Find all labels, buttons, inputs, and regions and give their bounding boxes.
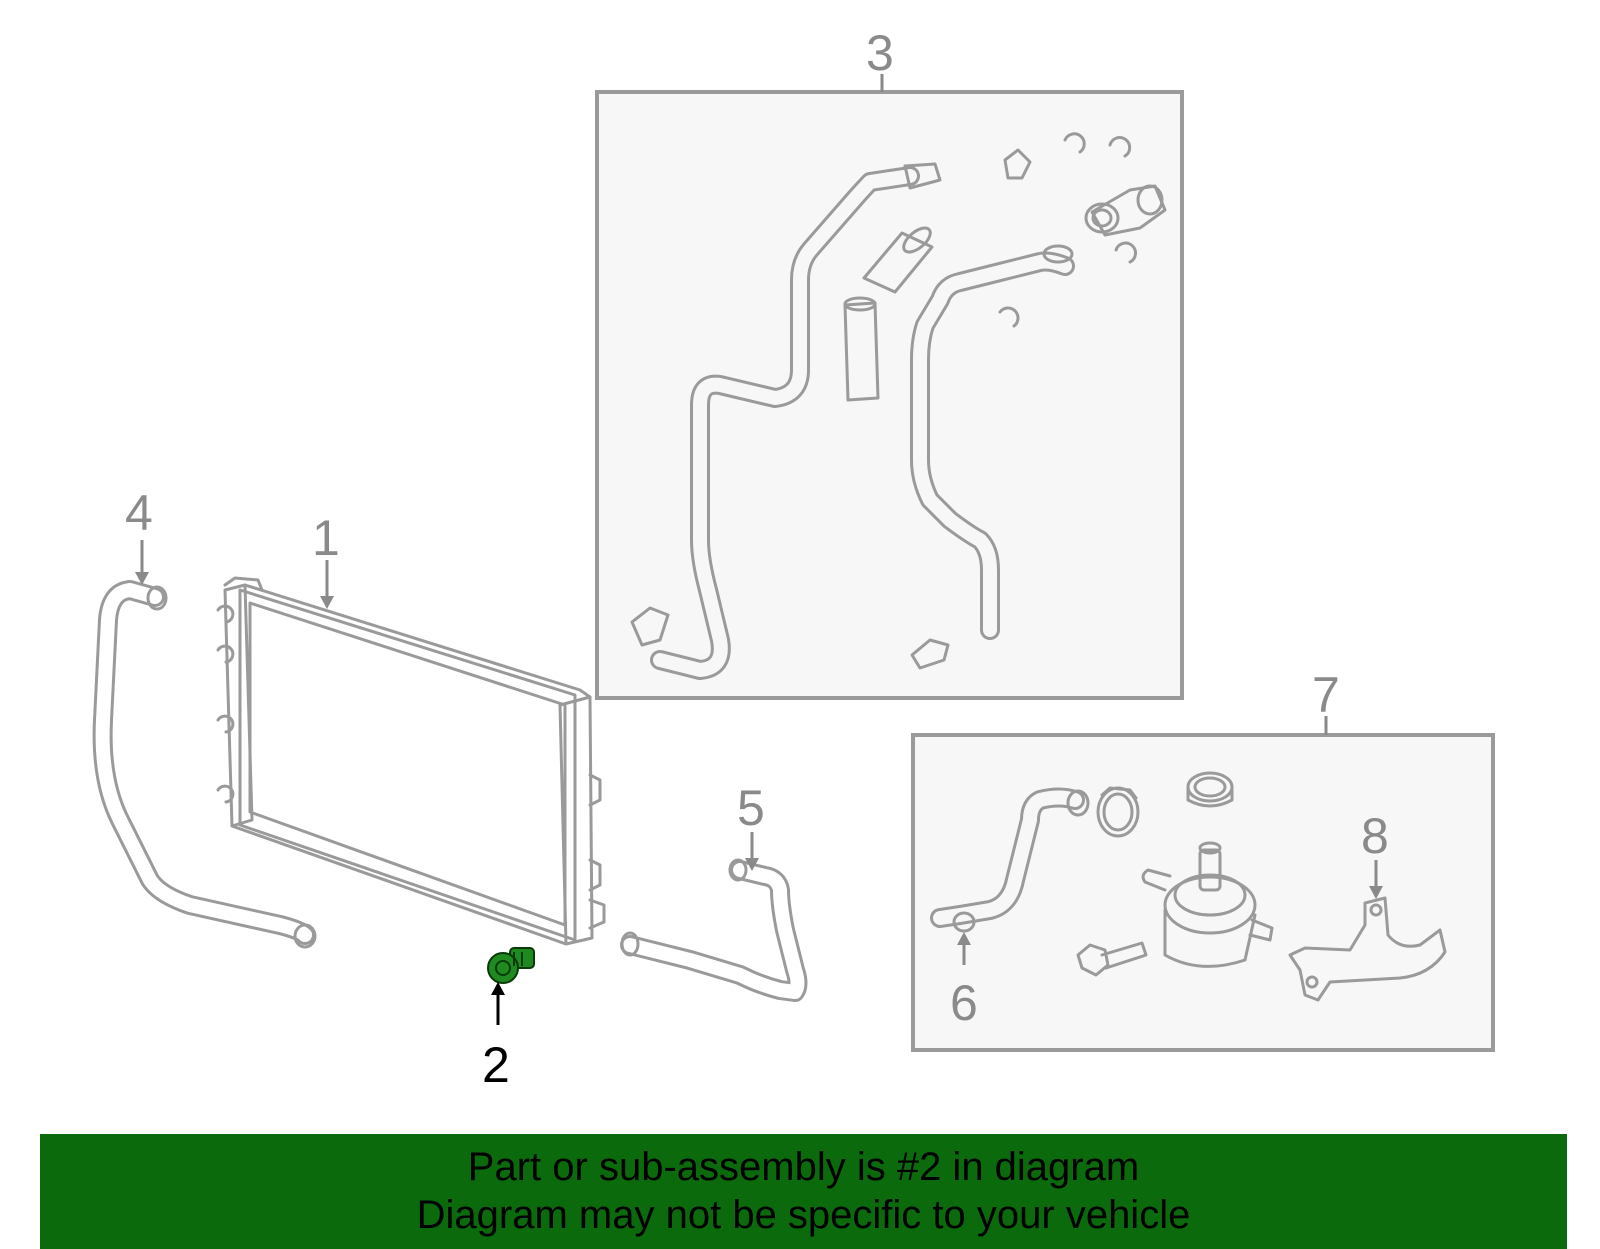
arrowhead-1	[320, 596, 334, 609]
part-1-radiator	[216, 576, 606, 946]
callout-7[interactable]: 7	[1312, 667, 1340, 723]
arrowhead-5	[745, 858, 759, 871]
sleeve-box3-upper	[862, 226, 934, 294]
callout-3[interactable]: 3	[866, 25, 894, 81]
part-2-drain-plug[interactable]	[487, 947, 535, 984]
part-5-hose	[620, 858, 808, 1002]
banner-line-part-number: Part or sub-assembly is #2 in diagram	[467, 1145, 1140, 1189]
arrowhead-8	[1369, 886, 1383, 899]
clips-box3	[630, 132, 1138, 670]
pump-box7	[1141, 841, 1274, 968]
callout-6[interactable]: 6	[950, 975, 978, 1031]
arrowhead-4	[135, 572, 149, 585]
hose-left-box3	[650, 162, 942, 680]
part-4-hose	[92, 580, 317, 949]
part-6-hose	[930, 787, 1090, 933]
callout-8[interactable]: 8	[1361, 808, 1389, 864]
callout-2[interactable]: 2	[482, 1037, 510, 1093]
info-banner: Part or sub-assembly is #2 in diagram Di…	[40, 1134, 1567, 1249]
part-8-bracket	[1288, 896, 1447, 1002]
banner-line-disclaimer: Diagram may not be specific to your vehi…	[416, 1193, 1191, 1237]
arrowhead-2	[491, 982, 505, 995]
hose-right-box3	[910, 244, 1075, 640]
clamps-box7	[1096, 771, 1234, 838]
sleeve-box3-lower	[843, 296, 880, 402]
fitting-box3	[1084, 184, 1167, 237]
callout-5[interactable]: 5	[737, 780, 765, 836]
callout-1[interactable]: 1	[312, 510, 340, 566]
bolt-box7	[1076, 941, 1148, 977]
callout-4[interactable]: 4	[125, 485, 153, 541]
arrowhead-6	[957, 932, 971, 945]
